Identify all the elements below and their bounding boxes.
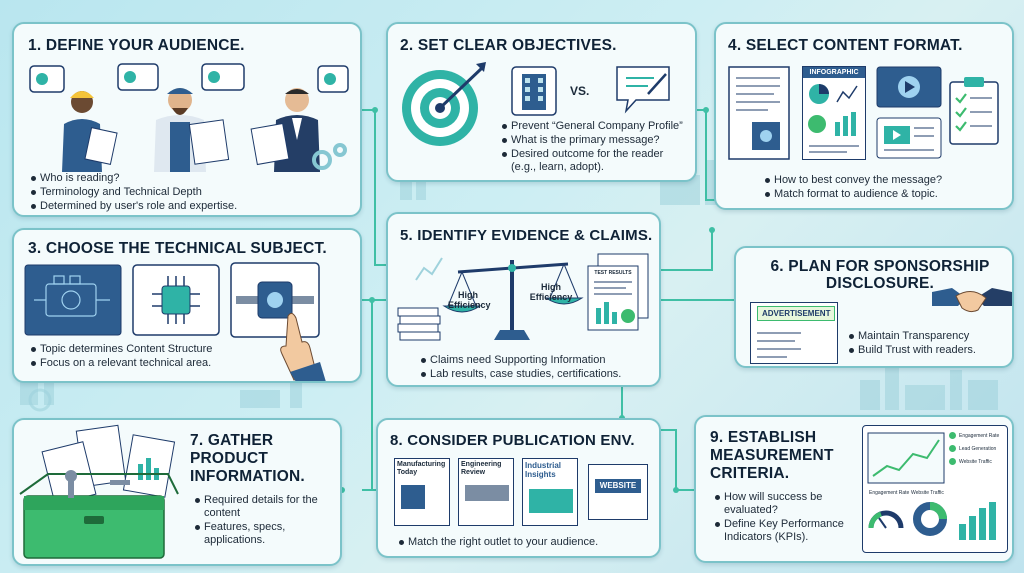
test-results-stack-icon: [587, 253, 649, 331]
step-9-bullets: How will success be evaluated? Define Ke…: [714, 491, 864, 545]
bullet: How will success be evaluated?: [714, 491, 864, 517]
outlet-label: Engineering Review: [461, 461, 502, 476]
step-4-bullets: How to best convey the message? Match fo…: [764, 174, 942, 202]
step-1-card: 1. DEFINE YOUR AUDIENCE. Who is reading?…: [12, 22, 362, 217]
building-icon: [511, 66, 557, 116]
touch-component-icon: [230, 262, 326, 381]
check-dot-icon: [949, 458, 956, 465]
line-chart-icon: [867, 432, 945, 484]
bullet: Define Key Performance Indicators (KPIs)…: [714, 518, 864, 544]
step-2-title: 2. SET CLEAR OBJECTIVES.: [400, 37, 617, 54]
engine-blueprint-icon: [24, 264, 122, 336]
step-2-bullets: Prevent “General Company Profile” What i…: [501, 120, 691, 175]
infographic-card: INFOGRAPHIC: [802, 66, 866, 160]
step-7-bullets: Required details for the content Feature…: [194, 494, 334, 548]
test-results-label: TEST RESULTS: [594, 270, 632, 276]
infographic-label: INFOGRAPHIC: [803, 67, 865, 78]
bullet: How to best convey the message?: [764, 174, 942, 187]
bullet: Features, specs, applications.: [194, 521, 334, 547]
chip-icon: [132, 264, 220, 336]
outlet-thumbnail: [401, 485, 425, 509]
bullet: Who is reading?: [30, 172, 237, 185]
outlet-magazine-2: Engineering Review: [458, 458, 514, 526]
kpi-label: Website Traffic: [959, 458, 992, 465]
step-8-bullets: Match the right outlet to your audience.: [398, 536, 598, 550]
outlet-thumbnail: [529, 489, 573, 513]
step-6-bullets: Maintain Transparency Build Trust with r…: [848, 330, 976, 358]
bullet: Maintain Transparency: [848, 330, 976, 343]
step-5-title: 5. IDENTIFY EVIDENCE & CLAIMS.: [400, 227, 653, 244]
bullet: Desired outcome for the reader (e.g., le…: [501, 148, 691, 174]
bar-chart-icon: [959, 502, 996, 540]
video-icons: [876, 66, 942, 159]
bullet: What is the primary message?: [501, 134, 691, 147]
website-label: WEBSITE: [595, 479, 641, 493]
traffic-label: Website Traffic: [911, 490, 944, 496]
step-8-card: 8. CONSIDER PUBLICATION ENV. Manufacturi…: [376, 418, 661, 558]
document-icon: [728, 66, 790, 160]
step-9-card: 9. ESTABLISH MEASUREMENT CRITERIA. How w…: [694, 415, 1014, 563]
bullet: Build Trust with readers.: [848, 344, 976, 357]
step-9-title: 9. ESTABLISH MEASUREMENT CRITERIA.: [710, 429, 834, 482]
kpi-label: Engagement Rate: [959, 432, 1000, 439]
scale-icon: [397, 257, 584, 341]
scale-right-label: High Efficiency: [529, 282, 573, 302]
toolbox-icon: [19, 424, 179, 559]
bullet: Focus on a relevant technical area.: [30, 357, 212, 370]
donut-icon: [913, 502, 947, 536]
advertisement-document: ADVERTISEMENT: [750, 302, 838, 364]
handshake-icon: [932, 288, 1012, 313]
step-7-card: 7. GATHER PRODUCT INFORMATION. Required …: [12, 418, 342, 566]
kpi-dashboard: Engagement Rate Lead Generation Website …: [862, 425, 1008, 553]
test-results-document: TEST RESULTS: [586, 252, 652, 344]
kpi-legend-item: Lead Generation: [949, 445, 1005, 452]
kpi-legend-item: Website Traffic: [949, 458, 1005, 465]
step-1-bullets: Who is reading? Terminology and Technica…: [30, 172, 237, 214]
advertisement-lines-icon: [757, 332, 801, 358]
outlet-thumbnail: [465, 485, 509, 501]
step-5-card: 5. IDENTIFY EVIDENCE & CLAIMS. High Effi…: [386, 212, 661, 387]
step-4-title: 4. SELECT CONTENT FORMAT.: [728, 37, 963, 54]
step-6-card: 6. PLAN FOR SPONSORSHIP DISCLOSURE. ADVE…: [734, 246, 1014, 368]
step-4-card: 4. SELECT CONTENT FORMAT. INFOGRAPHIC Ho…: [714, 22, 1014, 210]
scale-left-label: High Efficiency: [448, 290, 491, 310]
bullet: Determined by user's role and expertise.: [30, 200, 237, 213]
kpi-legend-item: Engagement Rate: [949, 432, 1005, 439]
kpi-label: Lead Generation: [959, 445, 997, 452]
gauge-icon: [868, 510, 904, 529]
step-3-bullets: Topic determines Content Structure Focus…: [30, 343, 212, 371]
step-7-title: 7. GATHER PRODUCT INFORMATION.: [190, 432, 305, 485]
outlet-label: Manufacturing Today: [397, 461, 446, 476]
vs-label: VS.: [570, 84, 590, 98]
checklist-icon: [949, 77, 999, 145]
step-2-card: 2. SET CLEAR OBJECTIVES. VS. Prevent “Ge…: [386, 22, 697, 182]
kpi-legend: Engagement Rate Lead Generation Website …: [949, 432, 1005, 465]
outlet-label: Industrial Insights: [525, 461, 562, 479]
bullet: Claims need Supporting Information: [420, 354, 621, 367]
bullet: Match the right outlet to your audience.: [398, 536, 598, 549]
step-1-title: 1. DEFINE YOUR AUDIENCE.: [28, 37, 245, 54]
gauge-label: Engagement Rate: [869, 490, 910, 496]
message-bubble-icon: [616, 66, 670, 114]
step-8-title: 8. CONSIDER PUBLICATION ENV.: [390, 432, 635, 449]
target-icon: [402, 62, 486, 146]
outlet-magazine-1: Manufacturing Today: [394, 458, 450, 526]
audience-illustration: [29, 63, 349, 172]
bullet: Prevent “General Company Profile”: [501, 120, 691, 133]
outlet-magazine-3: Industrial Insights: [522, 458, 578, 526]
check-dot-icon: [949, 432, 956, 439]
outlet-website: WEBSITE: [588, 464, 648, 520]
check-dot-icon: [949, 445, 956, 452]
bullet: Required details for the content: [194, 494, 334, 520]
bullet: Topic determines Content Structure: [30, 343, 212, 356]
step-6-title: 6. PLAN FOR SPONSORSHIP DISCLOSURE.: [770, 258, 990, 292]
advertisement-banner: ADVERTISEMENT: [757, 306, 836, 321]
bullet: Terminology and Technical Depth: [30, 186, 237, 199]
infographic-charts-icon: [808, 84, 859, 153]
step-5-bullets: Claims need Supporting Information Lab r…: [420, 354, 621, 382]
step-3-card: 3. CHOOSE THE TECHNICAL SUBJECT. Topic d…: [12, 228, 362, 383]
bullet: Match format to audience & topic.: [764, 188, 942, 201]
bullet: Lab results, case studies, certification…: [420, 368, 621, 381]
step-3-title: 3. CHOOSE THE TECHNICAL SUBJECT.: [28, 240, 327, 257]
